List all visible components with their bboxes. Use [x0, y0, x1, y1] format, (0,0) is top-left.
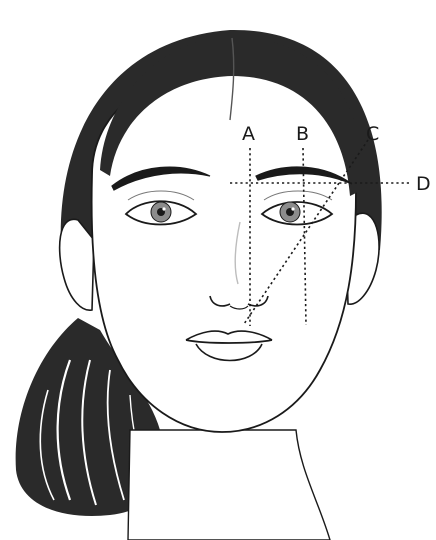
label-a: A	[242, 123, 255, 145]
label-b: B	[296, 123, 309, 145]
neck	[128, 430, 330, 540]
label-c: C	[366, 123, 379, 145]
left-ear	[60, 219, 94, 310]
face-outline	[92, 70, 356, 432]
label-d: D	[416, 173, 431, 195]
